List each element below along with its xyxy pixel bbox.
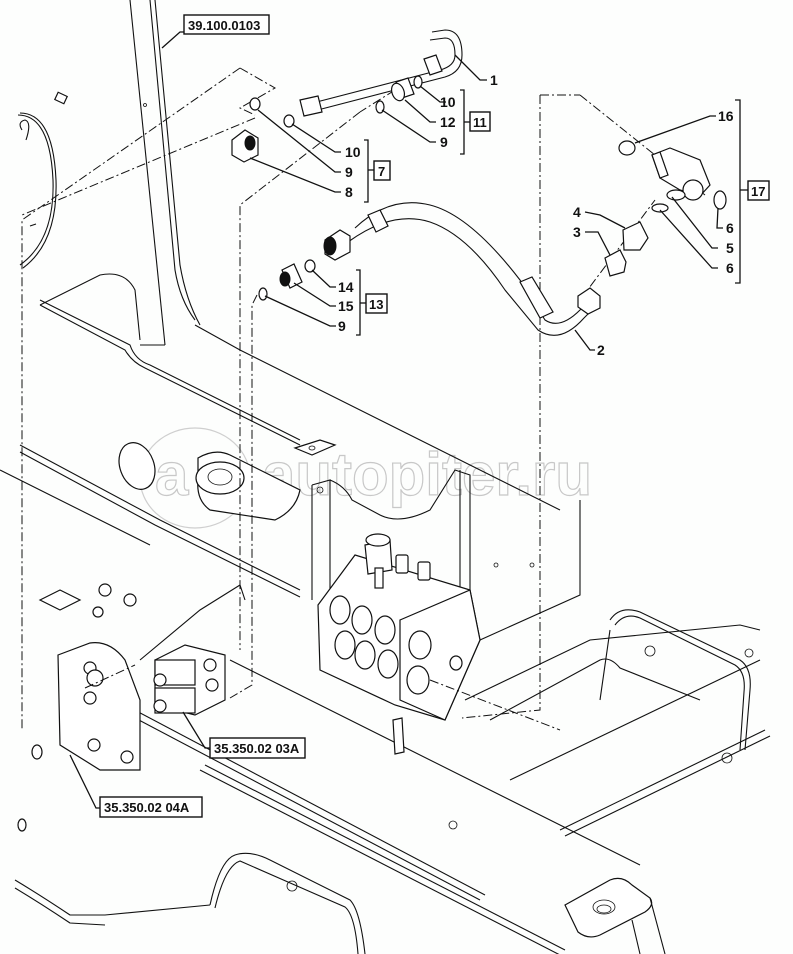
kit-label-7: 7 xyxy=(378,164,385,179)
kit-boxes: 11 7 13 17 xyxy=(365,111,770,314)
callout-9: 9 xyxy=(345,164,353,180)
clip-icon xyxy=(19,119,30,141)
callout-12: 12 xyxy=(440,114,456,130)
callout-9: 9 xyxy=(338,318,346,334)
reference-labels: 39.100.0103 35.350.02 03A 35.350.02 04A xyxy=(99,14,306,818)
o-ring-icon xyxy=(258,287,268,301)
kit-label-11: 11 xyxy=(473,115,487,130)
callout-6: 6 xyxy=(726,260,734,276)
ref-link-35-350-02-04a[interactable]: 35.350.02 04A xyxy=(99,796,203,818)
callout-10: 10 xyxy=(440,94,456,110)
callout-16: 16 xyxy=(718,108,734,124)
ref-label-top: 39.100.0103 xyxy=(188,18,260,33)
ref-label-mid: 35.350.02 03A xyxy=(214,741,300,756)
cover-plate-edge xyxy=(17,114,54,266)
callout-6: 6 xyxy=(726,220,734,236)
callout-2: 2 xyxy=(597,342,605,358)
tee-fitting-group xyxy=(604,140,727,277)
kit-label-17: 17 xyxy=(751,184,765,199)
watermark-logo: a xyxy=(155,441,189,508)
left-bracket xyxy=(17,583,246,832)
o-ring-6 xyxy=(651,203,669,213)
callout-15: 15 xyxy=(338,298,354,314)
ref-label-bottom: 35.350.02 04A xyxy=(104,800,190,815)
ref-link-35-350-02-03a[interactable]: 35.350.02 03A xyxy=(209,737,306,759)
kit-box-11 xyxy=(469,111,491,132)
washer-icon xyxy=(31,744,43,760)
pin-icon xyxy=(53,91,69,105)
callout-5: 5 xyxy=(726,240,734,256)
leader-lines xyxy=(69,31,748,809)
o-ring-icon xyxy=(249,97,261,111)
o-ring-icon xyxy=(283,114,295,128)
control-valve xyxy=(317,533,481,755)
valve-connector xyxy=(392,717,405,755)
kit-label-13: 13 xyxy=(369,297,383,312)
ref-link-39-100-0103[interactable]: 39.100.0103 xyxy=(183,14,270,35)
callout-4: 4 xyxy=(573,204,581,220)
o-ring-16 xyxy=(618,140,636,156)
o-ring-icon xyxy=(413,75,423,89)
frame-post xyxy=(129,0,201,346)
callout-10: 10 xyxy=(345,144,361,160)
tube-1 xyxy=(231,29,463,163)
mount-plate xyxy=(118,442,301,521)
callout-14: 14 xyxy=(338,279,354,295)
tow-eye xyxy=(564,877,653,938)
callout-3: 3 xyxy=(573,224,581,240)
hose-2 xyxy=(258,202,601,336)
kit-box-17 xyxy=(747,180,770,201)
callout-9: 9 xyxy=(440,134,448,150)
callout-1: 1 xyxy=(490,72,498,88)
kit-box-13 xyxy=(365,293,388,314)
screw-icon xyxy=(29,223,37,227)
nut-4 xyxy=(622,221,649,251)
o-ring-icon xyxy=(304,259,316,273)
o-ring-6 xyxy=(713,190,727,210)
adapter-3 xyxy=(604,249,627,277)
callout-numbers: 1 10 12 9 10 9 8 14 15 9 2 4 3 16 6 5 6 xyxy=(338,72,734,358)
frame-body xyxy=(0,273,771,954)
callout-8: 8 xyxy=(345,184,353,200)
valve-mount-bracket xyxy=(293,439,581,641)
kit-box-7 xyxy=(373,160,391,181)
